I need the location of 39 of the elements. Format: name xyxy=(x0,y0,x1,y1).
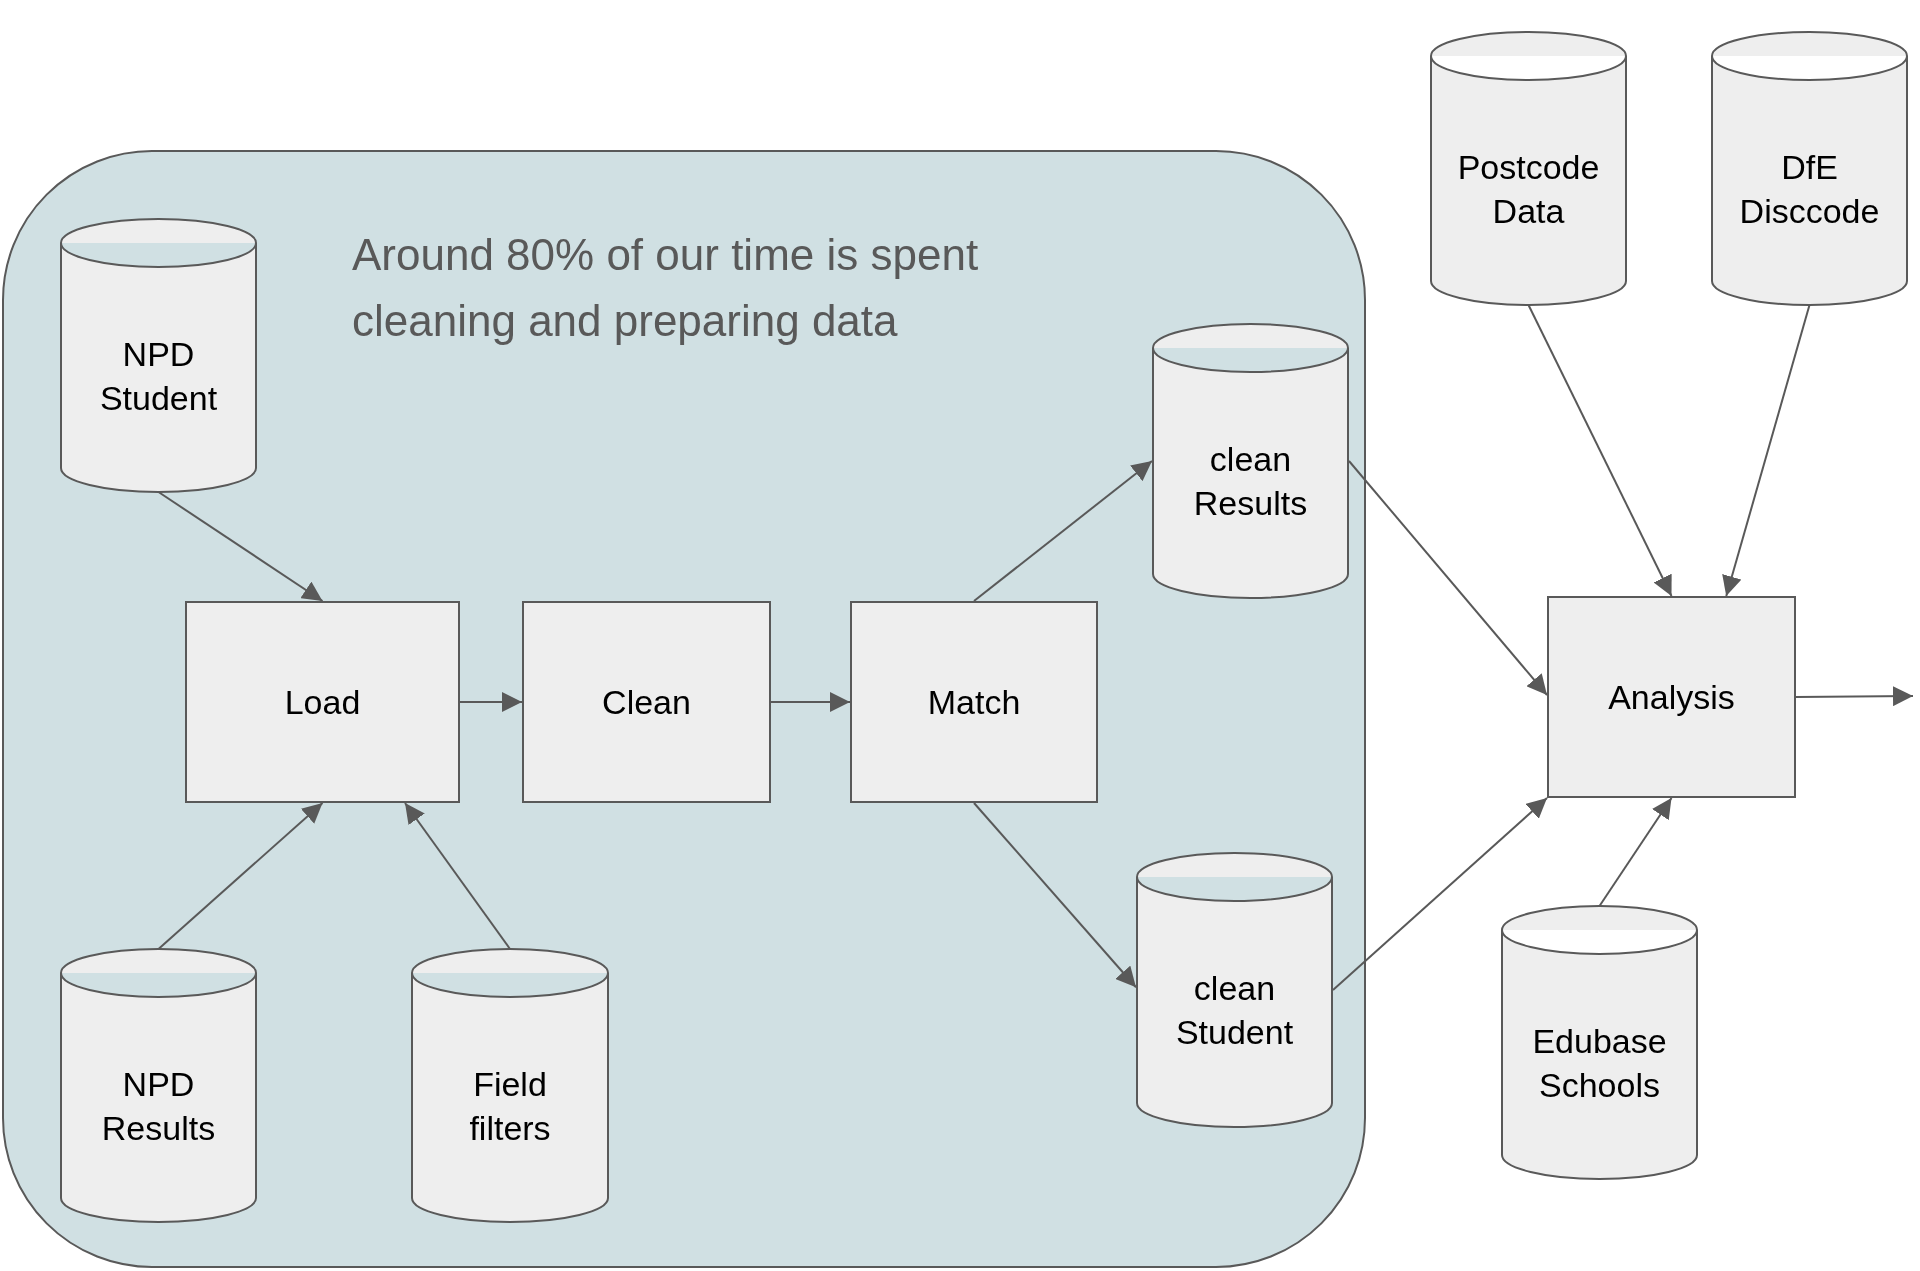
database-cylinder xyxy=(1711,32,1908,305)
process-box xyxy=(850,601,1098,803)
database-cylinder xyxy=(1136,853,1333,1127)
node-label: Clean xyxy=(602,682,691,723)
arrow xyxy=(459,692,523,712)
node-label: Edubase Schools xyxy=(1532,1020,1667,1106)
arrow xyxy=(157,491,324,602)
arrow xyxy=(1332,797,1548,991)
arrow xyxy=(973,460,1153,602)
annotation-text: Around 80% of our time is spent cleaning and preparing data xyxy=(352,229,980,347)
arrow xyxy=(1348,460,1548,696)
node-label: NPD Results xyxy=(100,1063,217,1149)
process-group-panel xyxy=(2,150,1366,1268)
node-label: Match xyxy=(927,682,1021,723)
database-cylinder xyxy=(1430,32,1627,305)
node-label: Field filters xyxy=(468,1063,552,1149)
database-cylinder xyxy=(1501,906,1698,1179)
node-label: clean Student xyxy=(1174,968,1295,1053)
arrow xyxy=(157,802,324,950)
database-cylinder xyxy=(1152,324,1349,598)
arrow xyxy=(973,802,1137,989)
arrow xyxy=(404,802,511,950)
process-box xyxy=(1547,596,1796,798)
node-label: Analysis xyxy=(1608,677,1735,718)
arrow xyxy=(770,692,851,712)
node-label: Postcode Data xyxy=(1457,146,1600,232)
node-label: NPD Student xyxy=(98,333,219,419)
process-box xyxy=(185,601,460,803)
arrow xyxy=(1722,304,1811,597)
database-cylinder xyxy=(411,949,609,1222)
node-label: clean Results xyxy=(1192,439,1309,524)
database-cylinder xyxy=(60,949,257,1222)
process-box xyxy=(522,601,771,803)
node-label: DfE Disccode xyxy=(1739,146,1880,232)
arrow xyxy=(1527,304,1673,597)
arrow xyxy=(1598,797,1673,907)
database-cylinder xyxy=(60,219,257,492)
arrow xyxy=(1795,686,1914,707)
node-label: Load xyxy=(284,682,361,723)
